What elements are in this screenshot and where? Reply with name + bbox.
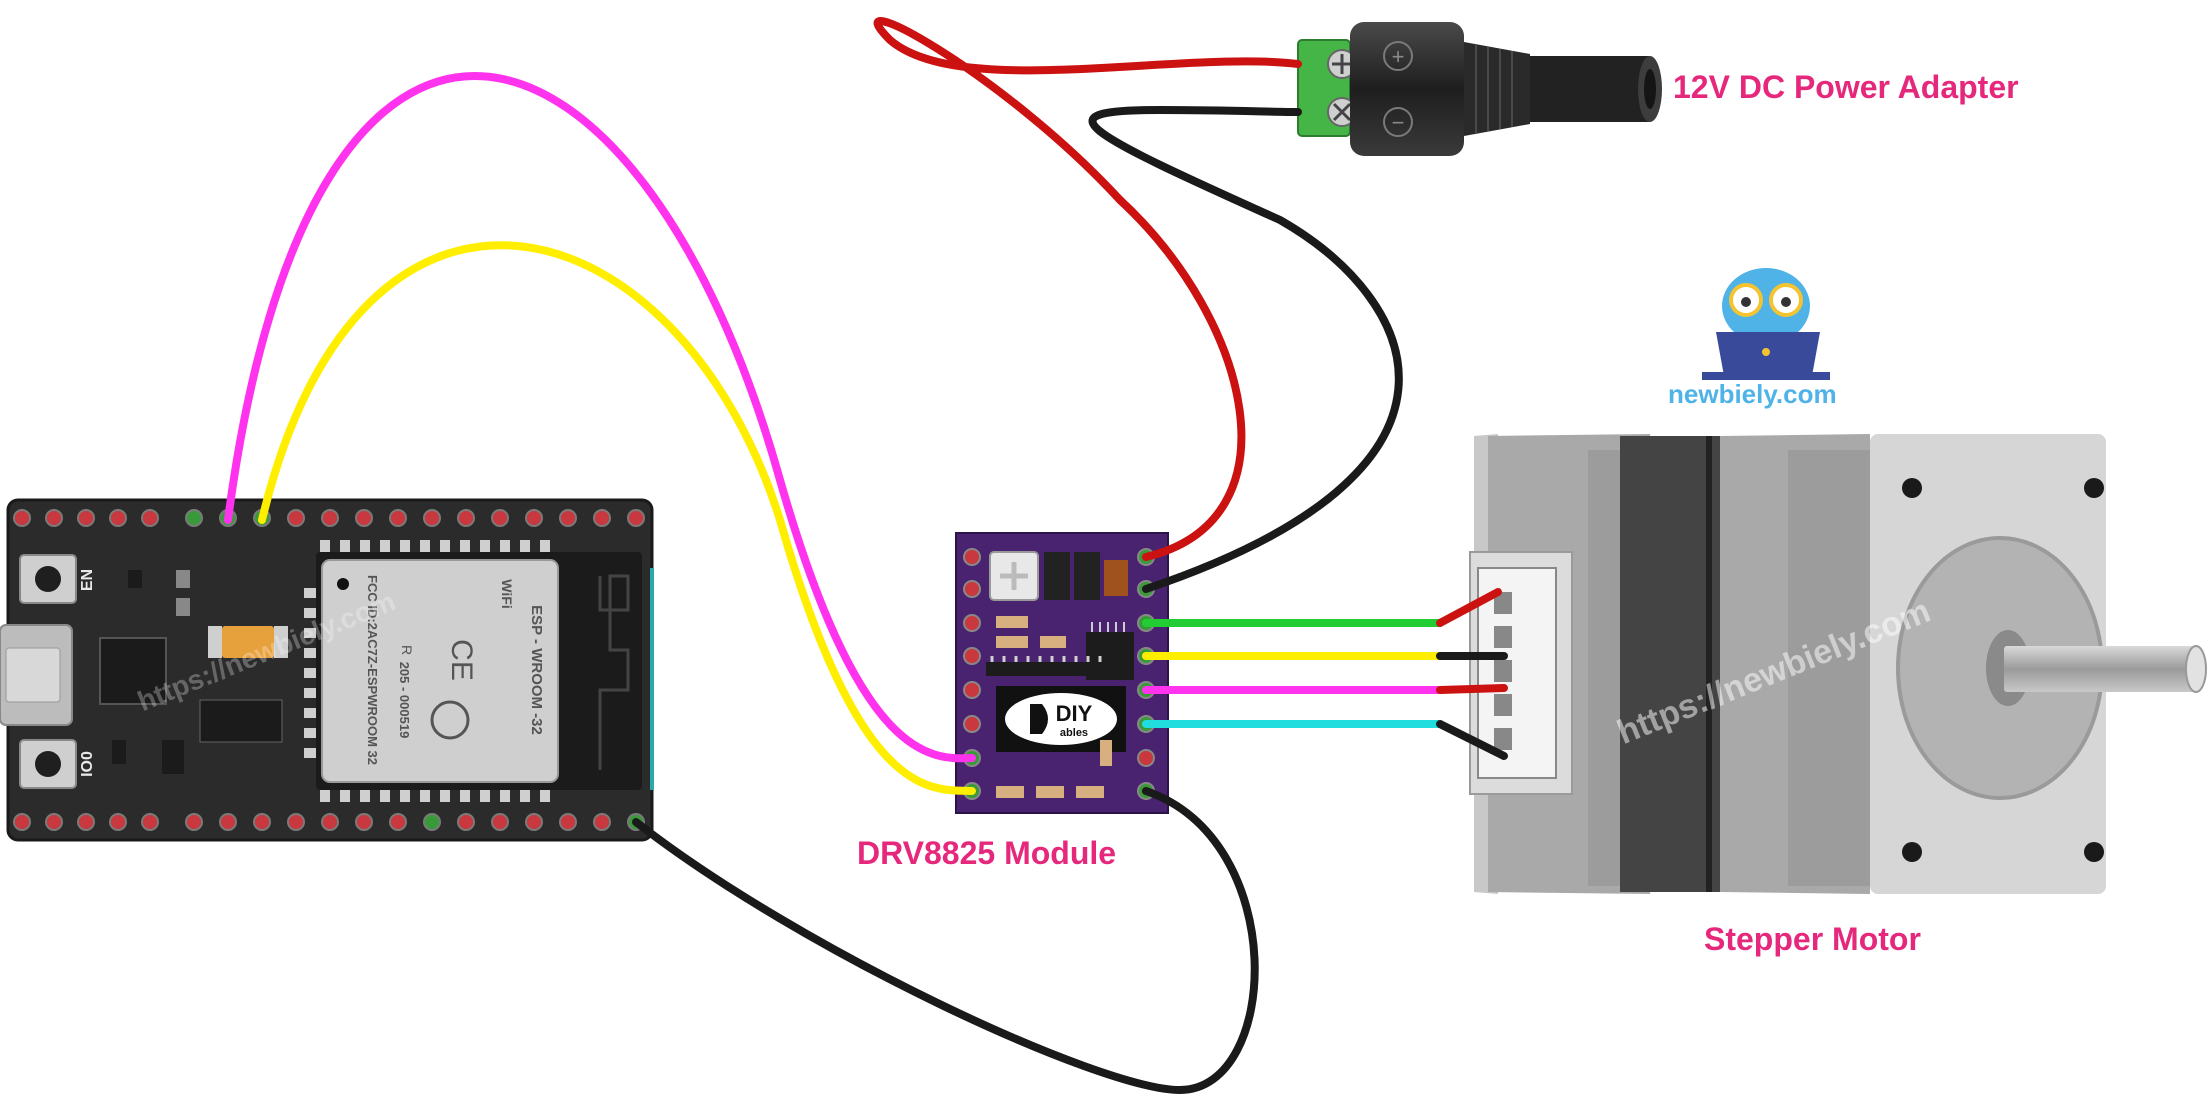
motor-lead-red-2 (1436, 684, 1508, 694)
usb-uart-chip (99, 637, 167, 705)
mosfet-2 (1074, 552, 1100, 600)
mosfet-1 (1044, 552, 1070, 600)
wire-red-power (873, 17, 1302, 561)
motor-lead-red-1 (1436, 588, 1502, 627)
esp32-top-pin-header (13, 509, 645, 527)
label-newbiely-brand: newbiely.com (1668, 379, 1837, 409)
jack-barrel (1464, 42, 1530, 136)
dc-power-jack: + − (1297, 22, 1662, 156)
antenna-trace (598, 574, 630, 770)
plus-symbol: + (1392, 44, 1405, 69)
en-button-label: EN (79, 569, 96, 591)
capacitor-component (222, 626, 274, 658)
diyables-logo-text: DIY (1056, 701, 1093, 726)
motor-mount-hole-br (2084, 842, 2104, 862)
newbiely-owl-logo (1702, 268, 1830, 380)
wire-yellow-control (258, 241, 976, 795)
label-power-adapter: 12V DC Power Adapter (1673, 69, 2019, 105)
label-drv8825-module: DRV8825 Module (857, 835, 1117, 871)
io0-button-label: IO0 (79, 751, 96, 777)
wifi-badge: WiFi (499, 579, 515, 608)
motor-mount-hole-tl (1902, 478, 1922, 498)
fcc-id-text: FCC ID:2AC7Z-ESPWROOM 32 (365, 575, 380, 765)
wires (224, 17, 1508, 1095)
drv8825-left-pins (963, 548, 981, 800)
wire-magenta-control (224, 72, 976, 763)
esp32-bottom-pin-header (13, 813, 645, 831)
motor-mount-hole-tr (2084, 478, 2104, 498)
motor-shaft (2004, 646, 2200, 692)
label-stepper-motor: Stepper Motor (1704, 921, 1921, 957)
motor-mount-hole-bl (1902, 842, 1922, 862)
module-title-text: ESP - WROOM -32 (528, 605, 545, 735)
diyables-logo-subtext: ables (1060, 727, 1088, 739)
drv8825-module: DIY ables (955, 532, 1169, 814)
ce-mark: CE (445, 639, 478, 681)
voltage-regulator (199, 699, 283, 743)
minus-symbol: − (1392, 110, 1405, 135)
espressif-logo-icon (430, 700, 470, 740)
motor-lead-black-2 (1436, 720, 1508, 760)
stepper-motor: https://newbiely.com (1469, 434, 2207, 894)
wire-black-power (1088, 105, 1403, 593)
esp32-board: EN IO0 FCC ID:2AC7Z-ESPWROOM 32 ESP - WR… (0, 498, 654, 842)
wire-black-ground (632, 787, 1259, 1095)
diode-component (1104, 560, 1128, 596)
cert-number-text: 205 - 000519 (397, 662, 412, 739)
r-mark: R (399, 645, 415, 655)
